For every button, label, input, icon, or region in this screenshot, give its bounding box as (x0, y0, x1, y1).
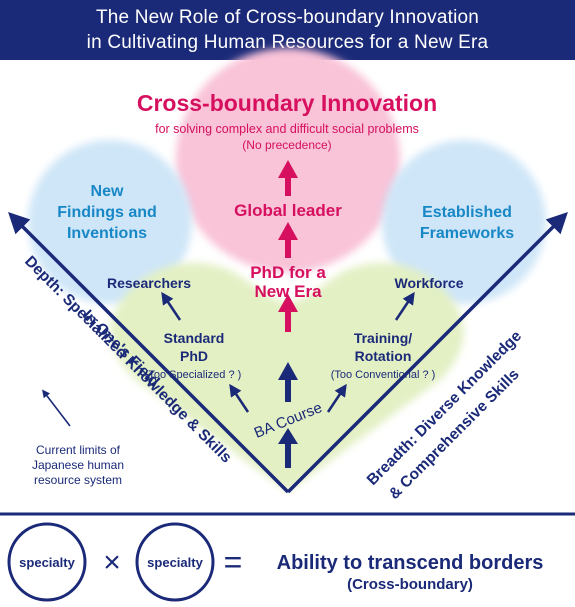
global-leader-label: Global leader (234, 201, 342, 220)
specialty-label-1: specialty (19, 555, 75, 570)
workforce-label: Workforce (395, 275, 464, 291)
center-up-arrow-1 (278, 428, 298, 468)
right-blue-circle (382, 140, 546, 304)
phd-new-era-line-2: New Era (254, 282, 322, 301)
standard-phd-line-2: PhD (180, 348, 208, 364)
magenta-arrow-2 (278, 222, 298, 258)
right-branch-arrow-low (326, 383, 347, 413)
training-rotation-line-2: Rotation (355, 348, 412, 364)
limits-pointer-arrow (42, 389, 71, 427)
specialty-label-2: specialty (147, 555, 203, 570)
researchers-label: Researchers (107, 275, 191, 291)
specialty-circle-1 (7, 522, 87, 602)
left-branch-arrow-low (229, 383, 250, 413)
header-line-2: in Cultivating Human Resources for a New… (86, 32, 489, 53)
magenta-arrow-3 (278, 160, 298, 196)
right-circle-line-2: Frameworks (420, 225, 514, 242)
right-branch-arrow-high (394, 291, 415, 321)
left-blue-circle (28, 140, 192, 304)
left-circle-line-2: Findings and (57, 204, 157, 221)
standard-phd-line-1: Standard (164, 330, 225, 346)
too-specialized-note: (Too Specialized ? ) (145, 369, 242, 381)
equation-result: Ability to transcend borders (277, 552, 544, 574)
equals-symbol: = (224, 544, 243, 580)
header-line-1: The New Role of Cross-boundary Innovatio… (95, 7, 480, 28)
magenta-arrow-1 (278, 294, 298, 332)
training-rotation-line-1: Training/ (354, 330, 412, 346)
breadth-axis-arrow (286, 212, 568, 494)
limits-line-1: Current limits of (36, 443, 121, 457)
limits-line-2: Japanese human (32, 458, 124, 472)
times-symbol: × (103, 546, 121, 579)
left-branch-arrow-high (161, 291, 182, 321)
left-circle-line-3: Inventions (67, 225, 147, 242)
left-circle-line-1: New (91, 183, 124, 200)
phd-new-era-line-1: PhD for a (250, 263, 326, 282)
right-circle-line-1: Established (422, 204, 512, 221)
cross-boundary-title: Cross-boundary Innovation (137, 90, 437, 116)
limits-line-3: resource system (34, 473, 122, 487)
cross-boundary-note: (No precedence) (242, 138, 331, 152)
cross-boundary-subtitle: for solving complex and difficult social… (155, 122, 419, 136)
equation-result-sub: (Cross-boundary) (347, 576, 473, 593)
depth-axis-arrow (8, 212, 290, 494)
center-up-arrow-2 (278, 362, 298, 402)
too-conventional-note: (Too Conventional ? ) (331, 369, 436, 381)
specialty-circle-2 (135, 522, 215, 602)
